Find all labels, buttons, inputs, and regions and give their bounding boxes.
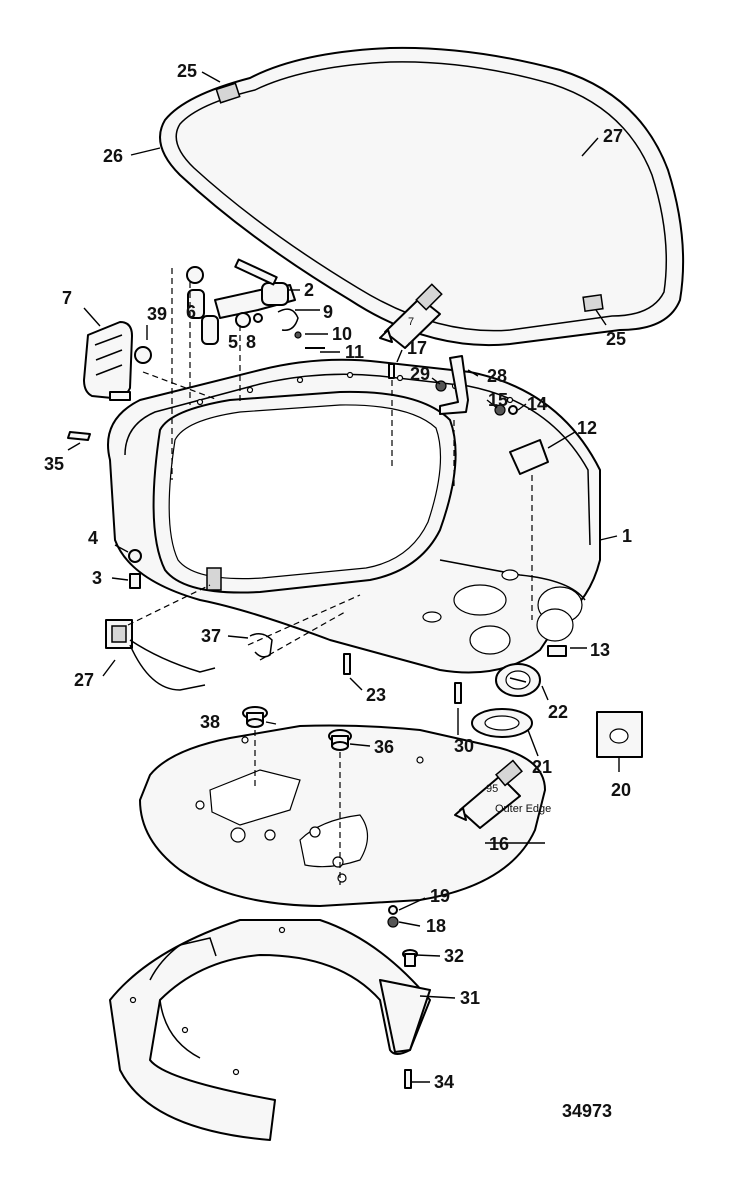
bracket-29 [439, 355, 469, 415]
callout-30: 30 [454, 736, 474, 756]
callout-21: 21 [532, 757, 552, 777]
callout-31: 29 [410, 364, 430, 384]
figure-number: 34973 [562, 1101, 612, 1121]
callout-2: 2 [304, 280, 314, 300]
callout-34: 34 [434, 1072, 454, 1092]
bolt-13 [547, 645, 567, 657]
callout-27: 27 [603, 126, 623, 146]
callout-4: 4 [88, 528, 98, 548]
sealant-tube-lower: 95 Outer Edge [454, 759, 551, 829]
nut-15 [494, 404, 506, 416]
screw-35 [67, 431, 91, 441]
screw-33 [402, 949, 418, 967]
lower-skirt [109, 919, 431, 1141]
screw-3 [129, 573, 141, 589]
callout-29: 28 [487, 366, 507, 386]
callout-labels: 25 26 27 25 2 9 10 11 6 5 8 7 39 17 29 2… [44, 61, 632, 1121]
washer-4 [128, 549, 142, 563]
callout-12: 12 [577, 418, 597, 438]
callout-25-right: 25 [606, 329, 626, 349]
grommet-38 [242, 706, 268, 728]
latch-bracket-assembly [186, 258, 325, 349]
callout-17: 17 [407, 338, 427, 358]
callout-25-top: 25 [177, 61, 197, 81]
callout-36: 36 [374, 737, 394, 757]
callout-16: 16 [489, 834, 509, 854]
callout-9: 9 [323, 302, 333, 322]
cowl-seal-ring [159, 46, 685, 347]
callout-26: 26 [103, 146, 123, 166]
callout-13: 13 [590, 640, 610, 660]
callout-10: 10 [332, 324, 352, 344]
screw-23 [343, 653, 351, 675]
harness-clip-37 [249, 633, 273, 658]
callout-33: 32 [444, 946, 464, 966]
assembly-lines [127, 268, 533, 885]
callout-38: 38 [200, 712, 220, 732]
screw-30 [454, 682, 462, 704]
callout-22: 22 [548, 702, 568, 722]
screw-34 [404, 1069, 412, 1089]
sealant-tube-upper: 7 [379, 283, 443, 349]
callout-18: 18 [426, 916, 446, 936]
callout-35: 35 [44, 454, 64, 474]
screw-17 [388, 363, 395, 379]
bottom-plate [139, 724, 546, 907]
washer-14 [508, 405, 518, 415]
callout-20: 20 [611, 780, 631, 800]
grommet-39 [134, 346, 152, 364]
callout-3: 3 [92, 568, 102, 588]
tube-label-lower: 95 [486, 783, 498, 795]
part-20 [596, 711, 643, 758]
seal-21 [471, 708, 533, 738]
callout-5: 5 [228, 332, 238, 352]
callout-32: 31 [460, 988, 480, 1008]
callout-6: 6 [186, 302, 196, 322]
callout-11: 11 [345, 342, 364, 362]
callout-37: 37 [201, 626, 221, 646]
callout-23: 23 [366, 685, 386, 705]
plate-12 [509, 439, 549, 475]
leader-lines [67, 71, 620, 1083]
callout-14: 14 [527, 394, 547, 414]
callout-28: 27 [74, 670, 94, 690]
grommet-22 [495, 663, 541, 697]
grommet-36 [328, 729, 352, 751]
callout-15: 15 [488, 390, 508, 410]
latch-handle [83, 321, 133, 401]
callout-8: 8 [246, 332, 256, 352]
nut-18 [387, 916, 399, 928]
switch-28 [105, 619, 216, 691]
callout-7: 7 [62, 288, 72, 308]
tube-label-upper: 7 [408, 316, 414, 328]
outer-edge-note: Outer Edge [495, 803, 551, 815]
callout-1: 1 [622, 526, 632, 546]
bottom-cowl [107, 358, 601, 674]
washer-19 [388, 905, 398, 915]
callout-19: 19 [430, 886, 450, 906]
callout-39: 39 [147, 304, 167, 324]
